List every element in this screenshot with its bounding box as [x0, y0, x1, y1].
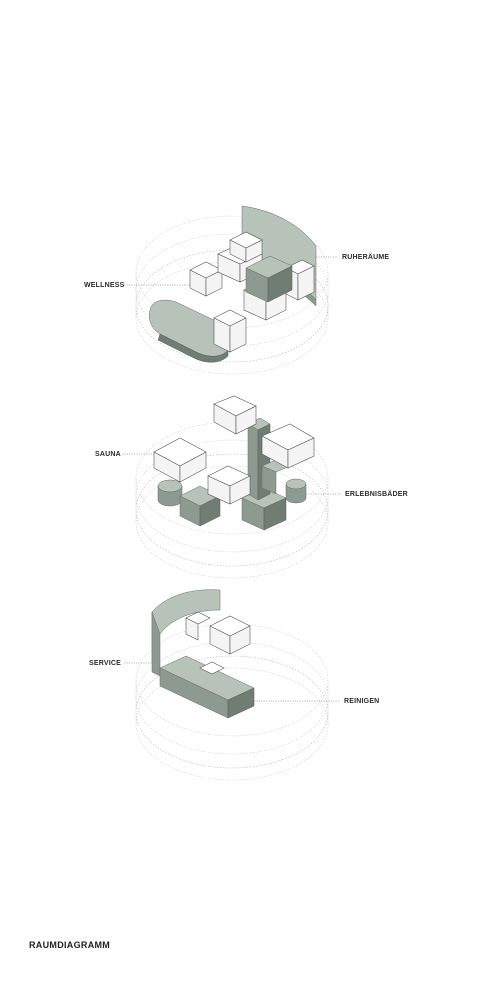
- wellness-room-boxes: [189, 231, 315, 353]
- label-service: SERVICE: [89, 660, 121, 667]
- label-ruheraeume: RUHERÄUME: [342, 253, 389, 261]
- diagram-title: RAUMDIAGRAMM: [29, 940, 111, 950]
- level-bottom: [124, 589, 340, 781]
- label-wellness: WELLNESS: [84, 282, 125, 289]
- service-wall: [151, 589, 221, 663]
- label-reinigen: REINIGEN: [344, 698, 379, 705]
- level-middle: [122, 395, 342, 579]
- level-top: [124, 205, 338, 375]
- label-erlebnisbaeder: ERLEBNISBÄDER: [345, 490, 408, 498]
- label-sauna: SAUNA: [95, 451, 121, 458]
